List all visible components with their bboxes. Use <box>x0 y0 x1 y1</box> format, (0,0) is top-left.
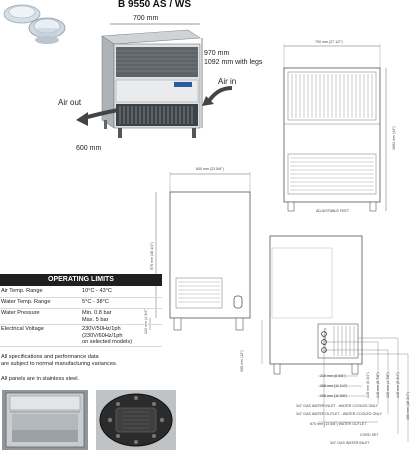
rear-legend-3: CORD SET <box>360 433 379 437</box>
side-height-dim: 970 mm (38 1/4") <box>150 242 154 270</box>
rear-d3-dim: 296 mm (11 5/8") <box>320 394 348 398</box>
air-in-label: Air in <box>218 77 237 86</box>
rear-v5-dim: 400 mm (15 3/4") <box>406 392 410 420</box>
bin-interior-photo <box>2 390 88 450</box>
rear-conn-v-dim: 305 mm (12") <box>240 350 244 372</box>
front-height-dim: 1092 mm (43") <box>392 126 396 150</box>
rear-legend-1: 3/4" GAS WATER INLET - WATER COOLED ONLY <box>296 404 379 408</box>
air-out-label: Air out <box>58 98 82 107</box>
limits-label: Air Temp. Range <box>1 288 43 294</box>
rear-d4-dim: 870 mm (13 5/8") WATER OUTLET <box>310 422 367 426</box>
limits-row-water-pressure: Water Pressure Min. 0.8 bar Max. 5 bar <box>0 308 162 325</box>
front-width-dim: 700 mm (27 1/2") <box>315 40 343 44</box>
ice-machine-photo <box>101 23 203 138</box>
photo-height-dim: 970 mm <box>204 50 230 57</box>
side-depth-dim: 600 mm (23 5/8") <box>196 167 224 171</box>
limits-value: 5°C - 38°C <box>82 299 109 305</box>
limits-value: 230V/50Hz/1ph (230V/60Hz/1ph on selected… <box>82 326 133 346</box>
cube-mould-photo <box>96 390 176 450</box>
spec-variance-note: All specifications and performance data … <box>1 354 118 367</box>
rear-legend-4: 3/4" GAS WATER INLET <box>330 441 370 445</box>
limits-value: Min. 0.8 bar Max. 5 bar <box>82 310 112 323</box>
stainless-steel-note: All panels are in stainless steel. <box>1 376 80 382</box>
rear-view-drawing <box>261 235 409 442</box>
ice-cubes-photo <box>3 4 66 44</box>
front-view-drawing <box>283 44 387 212</box>
rear-v4-dim: 145 mm (5 3/4") <box>396 372 400 398</box>
adjustable-feet-label: ADJUSTABLE FEET <box>316 209 350 213</box>
rear-legend-2: 3/4" GAS WATER OUTLET - WATER COOLED ONL… <box>296 412 383 416</box>
rear-v2-dim: 148 mm (5 7/8") <box>376 372 380 398</box>
limits-row-voltage: Electrical Voltage 230V/50Hz/1ph (230V/6… <box>0 324 162 347</box>
air-out-arrow-icon <box>76 108 119 126</box>
limits-label: Water Temp. Range <box>1 299 51 305</box>
rear-d1-dim: 219 mm (8 5/8") <box>320 374 346 378</box>
model-title: B 9550 AS / WS <box>118 0 191 10</box>
photo-width-dim: 700 mm <box>133 15 159 22</box>
operating-limits-header: OPERATING LIMITS <box>0 274 162 286</box>
photo-depth-dim: 600 mm <box>76 145 102 152</box>
limits-value: 10°C - 43°C <box>82 288 112 294</box>
rear-conn-h-dim: 1 1/4" (32 mm) <box>323 328 327 352</box>
rear-d2-dim: 286 mm (11 1/4") <box>320 384 348 388</box>
rear-v3-dim: 125 mm (4 7/8") <box>386 372 390 398</box>
rear-v1-dim: 145 mm (5 3/4") <box>366 372 370 398</box>
limits-row-water-temp: Water Temp. Range 5°C - 38°C <box>0 297 162 309</box>
side-view-drawing <box>149 172 251 331</box>
limits-label: Electrical Voltage <box>1 326 44 332</box>
limits-row-air-temp: Air Temp. Range 10°C - 43°C <box>0 286 162 298</box>
air-in-arrow-icon <box>202 86 233 106</box>
limits-label: Water Pressure <box>1 310 40 316</box>
photo-height-with-legs-dim: 1092 mm with legs <box>204 59 263 66</box>
